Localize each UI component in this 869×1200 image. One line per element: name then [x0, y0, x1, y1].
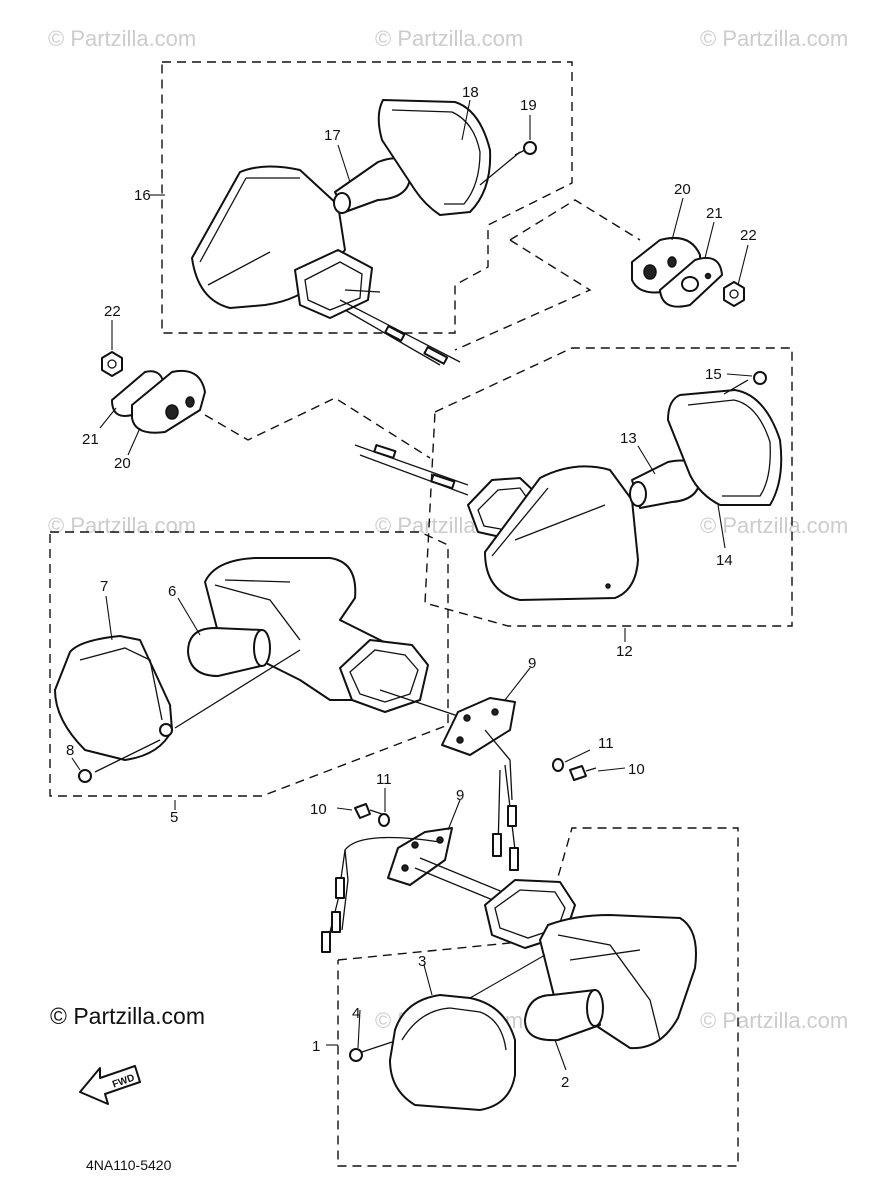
lens-18: [377, 99, 492, 216]
callout-16: 16: [134, 187, 151, 204]
callout-9-lower: 9: [456, 787, 464, 804]
callout-8: 8: [66, 742, 74, 759]
nut-22-left: [101, 351, 123, 377]
callout-9-upper: 9: [528, 655, 536, 672]
callout-10-lower: 10: [310, 801, 327, 818]
watermark-top-left: © Partzilla.com: [48, 26, 196, 51]
callout-22-left: 22: [104, 303, 121, 320]
callout-11-lower: 11: [376, 771, 392, 788]
partzilla-brand-text: © Partzilla.com: [50, 1003, 205, 1029]
washer-11-upper: [552, 758, 564, 772]
callout-14: 14: [716, 552, 733, 569]
lens-3: [389, 994, 516, 1111]
bracket-9-upper: [379, 689, 597, 871]
watermark-bottom-right: © Partzilla.com: [700, 1008, 848, 1033]
watermark-mid-right: © Partzilla.com: [700, 513, 848, 538]
damper-set-right: [454, 199, 745, 351]
callout-10-upper: 10: [628, 761, 645, 778]
watermarks: © Partzilla.com © Partzilla.com © Partzi…: [48, 26, 848, 1033]
assembly-5-front-left-signal: [49, 531, 449, 797]
screw-4: [349, 1041, 393, 1062]
callout-22-right: 22: [740, 227, 757, 244]
watermark-top-right: © Partzilla.com: [700, 26, 848, 51]
callout-17: 17: [324, 127, 341, 144]
callout-5: 5: [170, 809, 178, 826]
assembly-12-rear-right-signal: [354, 347, 793, 627]
damper-rubber-20-left: [131, 370, 206, 434]
callout-19: 19: [520, 97, 537, 114]
screw-15: [723, 371, 767, 395]
callout-11-upper: 11: [598, 735, 614, 752]
callout-18: 18: [462, 84, 479, 101]
signal-housing-12: [484, 465, 639, 601]
assembly-16-rear-left-signal: [161, 61, 573, 366]
callout-1: 1: [312, 1038, 320, 1055]
callout-4: 4: [352, 1005, 360, 1022]
bracket-9-lower: [321, 803, 511, 953]
callout-2: 2: [561, 1074, 569, 1091]
callout-13: 13: [620, 430, 637, 447]
leader-lines: [71, 99, 753, 1071]
callout-21-right: 21: [706, 205, 723, 222]
assembly-1-front-right-signal: [337, 827, 739, 1167]
damper-set-left: [101, 351, 431, 459]
watermark-mid-left: © Partzilla.com: [48, 513, 196, 538]
diagram-code: 4NA110-5420: [86, 1157, 172, 1173]
callout-20-right: 20: [674, 181, 691, 198]
bolt-10-lower: [354, 803, 371, 819]
nut-22-right: [723, 281, 745, 307]
callout-21-left: 21: [82, 431, 99, 448]
callout-7: 7: [100, 578, 108, 595]
lens-14: [667, 389, 783, 506]
washer-11-lower: [378, 813, 390, 827]
callout-3: 3: [418, 953, 426, 970]
callout-12: 12: [616, 643, 633, 660]
lens-7: [54, 635, 173, 761]
callout-20-left: 20: [114, 455, 131, 472]
bolt-10-upper: [569, 765, 587, 781]
watermark-top-center: © Partzilla.com: [375, 26, 523, 51]
callout-6: 6: [168, 583, 176, 600]
callout-15: 15: [705, 366, 722, 383]
screw-8: [78, 739, 161, 783]
callout-numbers: 16 17 18 19 20 21 22 22 21 20 15 13 14 1…: [66, 84, 757, 1091]
fwd-arrow-icon: FWD: [79, 1065, 141, 1105]
screw-19: [479, 141, 537, 186]
